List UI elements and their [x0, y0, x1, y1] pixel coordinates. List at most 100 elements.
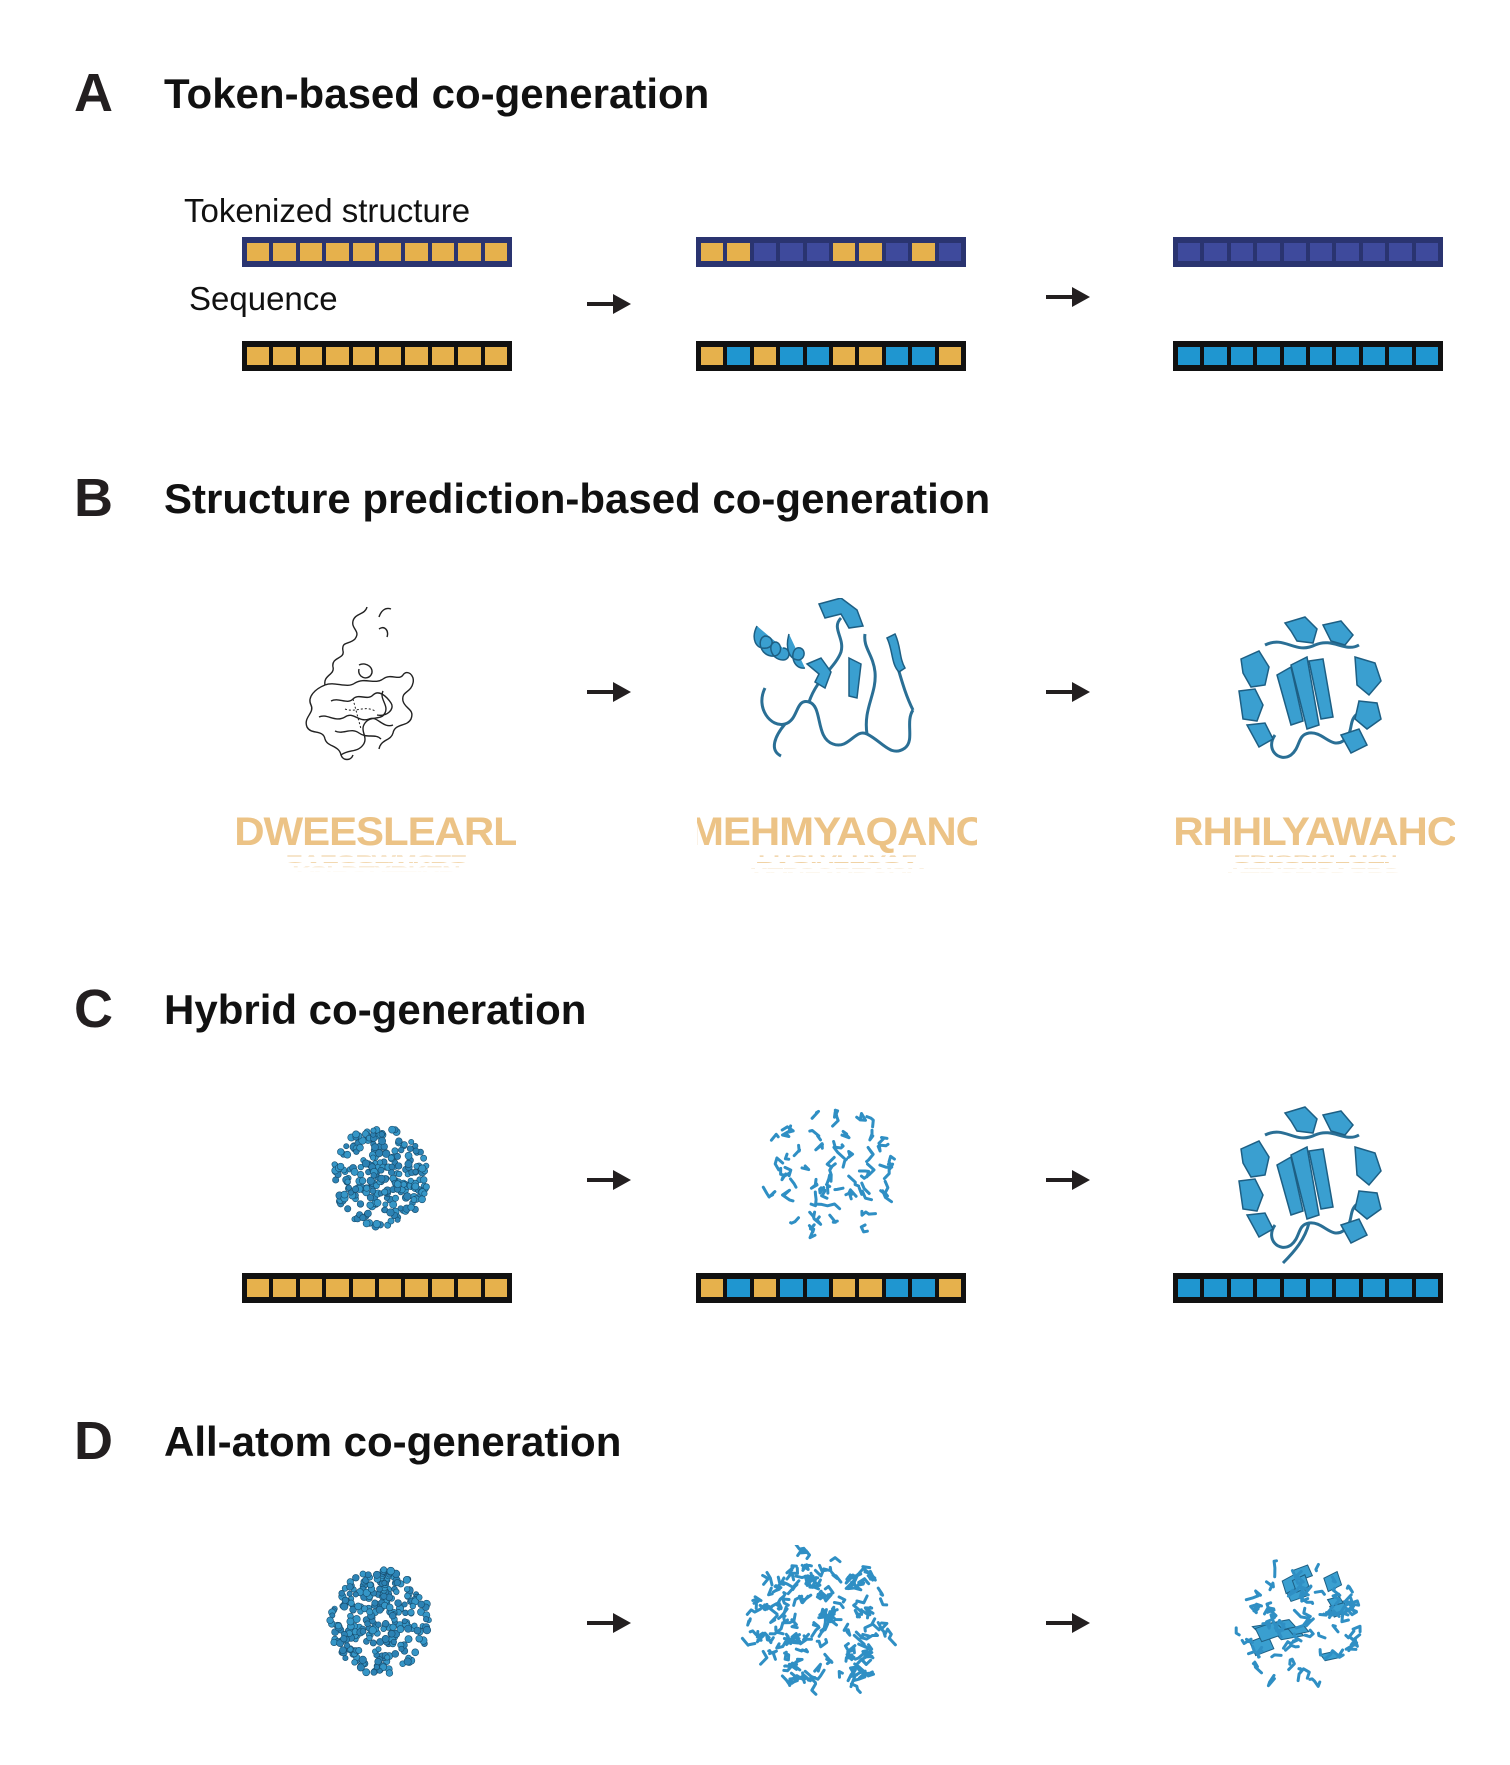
fragment [1302, 1606, 1312, 1618]
fragment [1290, 1569, 1305, 1585]
fragment [775, 1640, 788, 1650]
fragment [803, 1574, 814, 1589]
fragment [861, 1649, 874, 1659]
fragment [781, 1597, 791, 1607]
atom-dot [393, 1180, 402, 1188]
all-atom-folded-protein-icon [1234, 1559, 1362, 1688]
atom-dot [404, 1160, 413, 1169]
token-cell [912, 243, 935, 261]
fragment [855, 1594, 869, 1605]
token-cell [247, 1279, 270, 1297]
atom-dot [397, 1205, 404, 1212]
fragment [767, 1586, 774, 1597]
atom-dot [344, 1205, 352, 1213]
fragment [800, 1164, 811, 1172]
fragment [761, 1185, 777, 1199]
fragment [825, 1155, 836, 1169]
atom-dot [380, 1592, 388, 1600]
logo-stack-row: MTQWVYNAPR [286, 876, 467, 877]
fragment [785, 1564, 798, 1575]
fragment [832, 1145, 846, 1160]
fragment [1265, 1607, 1278, 1630]
token-cell [1230, 243, 1254, 261]
fragment [814, 1202, 842, 1211]
atom-dot [422, 1626, 432, 1635]
fragment [1265, 1580, 1275, 1592]
fragment [854, 1630, 871, 1640]
fragment [784, 1637, 797, 1646]
logo-stack-row: VNRQHTTIYP [297, 870, 455, 871]
atom-dot [357, 1163, 364, 1171]
fragment [808, 1129, 822, 1142]
fragment [1345, 1584, 1354, 1594]
atom-dot [376, 1585, 383, 1593]
panel-b-title: Structure prediction-based co-generation [164, 475, 991, 522]
fragment [865, 1643, 874, 1657]
fragment [887, 1154, 896, 1169]
token-cell [1336, 347, 1359, 365]
panel-b-letter: B [74, 468, 113, 528]
atom-dot [369, 1639, 377, 1647]
fragment [791, 1633, 802, 1644]
atom-dot [356, 1144, 364, 1152]
arrow-icon [587, 294, 631, 314]
atom-dot [409, 1603, 416, 1610]
token-cell [458, 243, 481, 261]
atom-dot [420, 1154, 428, 1162]
atom-dot [421, 1190, 428, 1197]
fragment [1336, 1648, 1345, 1659]
logo-stack-row: KTPSQRTWSK [750, 867, 925, 869]
fragment [785, 1571, 796, 1582]
sequence-token-bar [242, 1273, 512, 1303]
token-cell [885, 347, 909, 365]
atom-dot [391, 1147, 399, 1155]
fragment [818, 1186, 827, 1195]
logo-stack-row: RDGYKVAISD [295, 873, 456, 875]
token-cell [1310, 243, 1333, 261]
fragment [876, 1586, 885, 1597]
fragment [859, 1632, 879, 1641]
atom-dot [418, 1164, 427, 1173]
atom-dot [393, 1579, 401, 1587]
atom-dot [422, 1183, 430, 1191]
fragment [1294, 1615, 1312, 1630]
sequence-token-bar [242, 341, 512, 371]
atom-dot [340, 1602, 349, 1611]
fragment [801, 1593, 813, 1605]
fragment [1308, 1677, 1322, 1688]
atom-dot [358, 1177, 367, 1185]
fragment [853, 1662, 874, 1677]
token-cell [833, 243, 856, 261]
atom-dot [346, 1617, 355, 1626]
fragment [782, 1664, 798, 1673]
fragment [863, 1606, 874, 1617]
atom-dot [387, 1217, 395, 1225]
token-cell [1257, 1279, 1280, 1297]
fragment [745, 1607, 762, 1616]
atom-dot [375, 1646, 382, 1653]
fragment [746, 1617, 752, 1627]
atom-dot [374, 1657, 382, 1666]
atom-dot [381, 1580, 388, 1586]
atom-dot [326, 1616, 334, 1624]
atom-dot [342, 1655, 349, 1662]
logo-stack-row: EAEQPWMQTE [286, 854, 467, 856]
fragment [860, 1181, 871, 1195]
atom-dot [344, 1642, 351, 1649]
atom-dot [416, 1594, 423, 1601]
fragment [1299, 1585, 1310, 1597]
atom-dot [354, 1602, 362, 1611]
atom-dot [390, 1638, 397, 1645]
fragment [1343, 1607, 1358, 1617]
token-cell [1362, 243, 1386, 261]
atom-dot [375, 1605, 384, 1614]
fragment [877, 1136, 889, 1145]
fragment [783, 1152, 791, 1161]
atom-dot [404, 1624, 413, 1633]
fragment [825, 1173, 832, 1188]
fragment [771, 1587, 781, 1594]
atom-dot [402, 1609, 409, 1617]
token-cell [326, 243, 349, 261]
atom-dot [394, 1599, 402, 1607]
fragment [752, 1597, 760, 1610]
